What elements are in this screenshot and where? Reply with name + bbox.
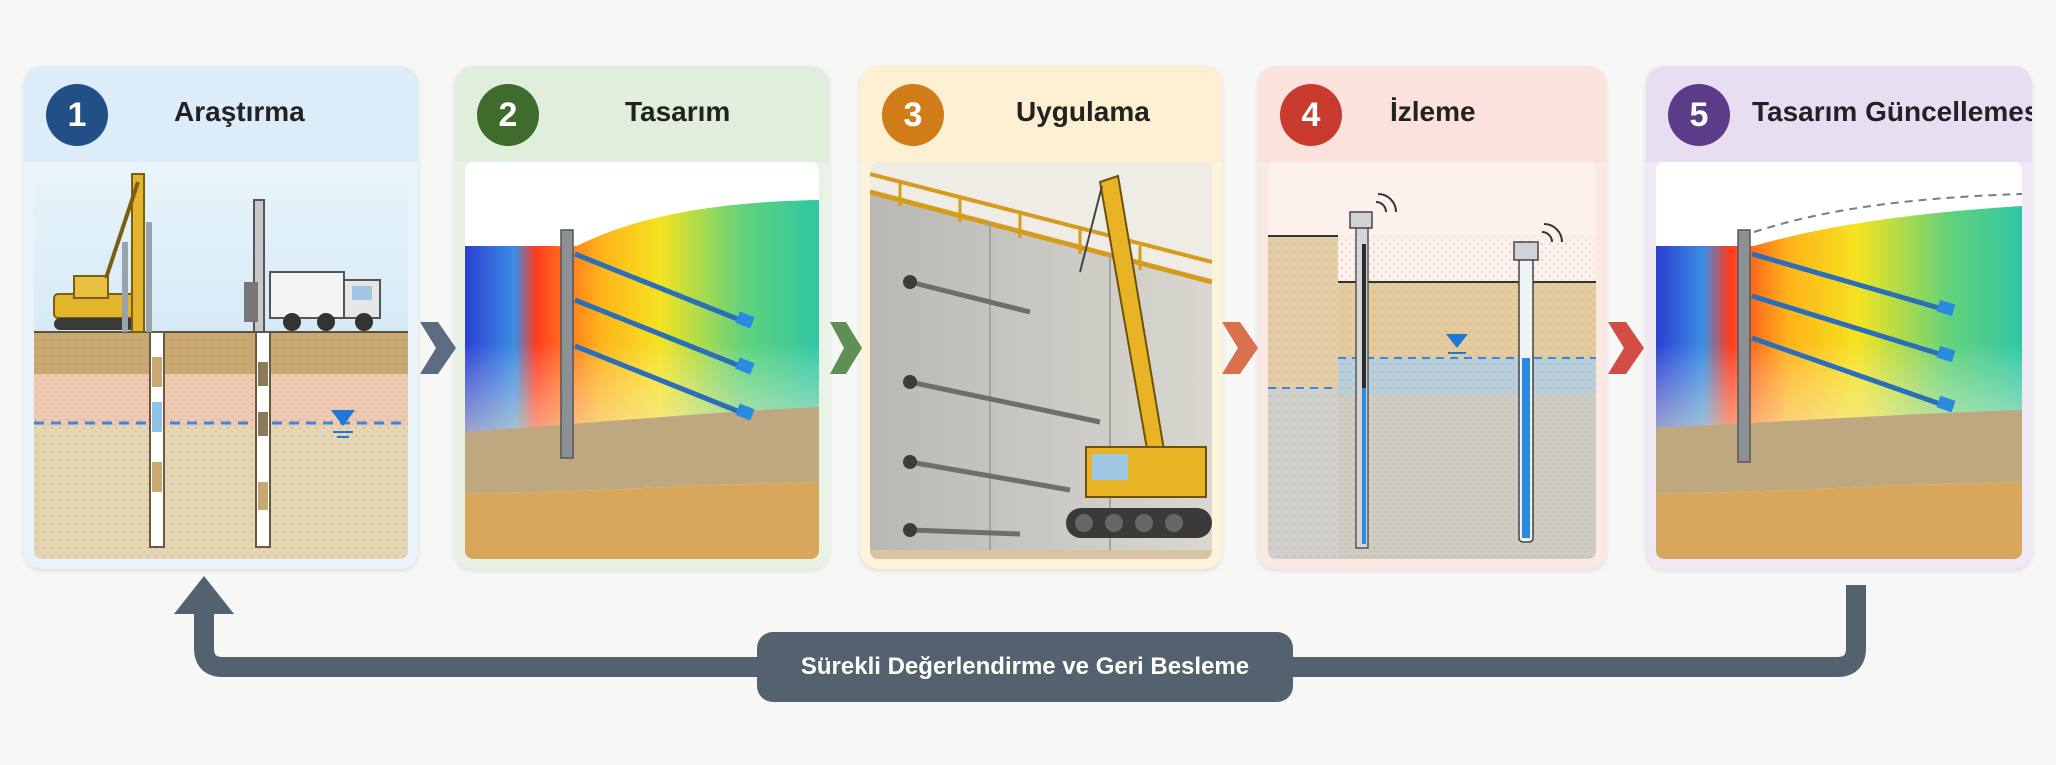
investigation-illustration [34,162,408,559]
step-title-3: Uygulama [1016,96,1150,127]
water-table-icon [331,410,355,438]
step-header-1: 1 Araştırma [24,66,418,162]
excavator-icon [1066,174,1212,538]
design-model-illustration [465,162,819,559]
step-title-4: İzleme [1390,96,1476,127]
step-number-badge-5: 5 [1668,84,1730,146]
step-header-3: 3 Uygulama [860,66,1222,162]
step-card-4: 4 İzleme [1258,66,1606,569]
step-title-2: Tasarım [625,96,731,127]
step-card-5: 5 Tasarım Güncellemesi [1646,66,2032,569]
arrow-right-icon [830,322,862,374]
arrow-right-icon [1608,322,1644,374]
piezometer-icon [1513,223,1563,543]
step-number-badge-2: 2 [477,84,539,146]
step-card-3: 3 Uygulama [860,66,1222,569]
arrow-right-icon [420,322,456,374]
step-card-2: 2 Tasarım [455,66,829,569]
step-title-1: Araştırma [174,96,305,127]
step-header-4: 4 İzleme [1258,66,1606,162]
step-number-badge-1: 1 [46,84,108,146]
step-number-badge-3: 3 [882,84,944,146]
monitoring-illustration [1268,162,1596,559]
feedback-label: Sürekli Değerlendirme ve Geri Besleme [757,632,1293,702]
step-title-5: Tasarım Güncellemesi [1752,96,2032,127]
arrow-right-icon [1222,322,1258,374]
design-update-illustration [1656,162,2022,559]
drilling-rig-icon [53,173,152,333]
sensor-wireless-icon [1349,193,1397,229]
construction-illustration [870,162,1212,559]
water-table-icon [1446,334,1468,354]
step-card-1: 1 Araştırma [24,66,418,569]
step-header-5: 5 Tasarım Güncellemesi [1646,66,2032,162]
step-number-badge-4: 4 [1280,84,1342,146]
step-header-2: 2 Tasarım [455,66,829,162]
drill-truck-icon [244,199,381,333]
